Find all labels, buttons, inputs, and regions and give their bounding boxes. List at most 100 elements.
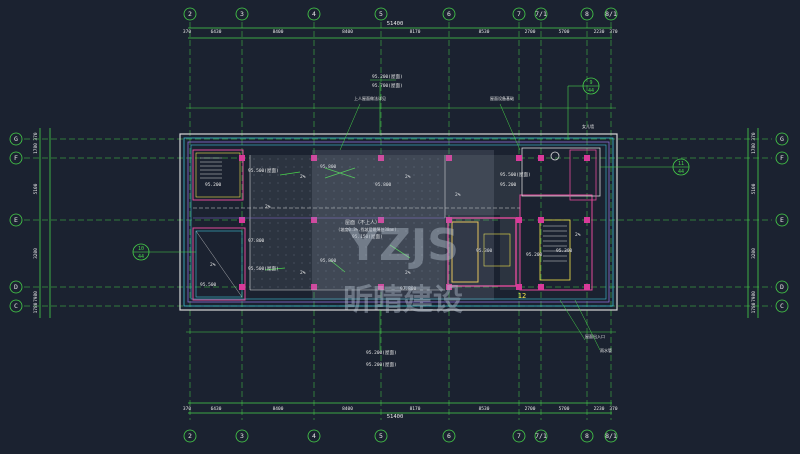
side-dimension: 3200 [33, 248, 39, 259]
axis-bubble [512, 429, 526, 443]
hatch-dot [341, 182, 343, 184]
axis-label: 5 [379, 432, 383, 440]
elev-callout-1: 95.200(屋面) [372, 74, 403, 80]
elevation-label: 95.150(屋面) [352, 234, 383, 240]
axis-bubble [9, 280, 23, 294]
watermark-latin: YZJS [346, 220, 459, 271]
hatch-dot [317, 246, 319, 248]
hatch-dot [269, 214, 271, 216]
span-dimension: 2230 [594, 406, 605, 412]
hatch-dot [285, 286, 287, 288]
hatch-dot [253, 190, 255, 192]
hatch-dot [261, 238, 263, 240]
hatch-dot [405, 246, 407, 248]
hatch-dot [269, 238, 271, 240]
hatch-dot [389, 270, 391, 272]
hatch-dot [293, 166, 295, 168]
hatch-dot [437, 158, 439, 160]
span-dimension-labels: 3703706430643084008400840084008170817085… [183, 29, 618, 412]
hatch-dot [405, 198, 407, 200]
hatch-dot [357, 246, 359, 248]
hatch-dot [277, 230, 279, 232]
hatch-dot [301, 230, 303, 232]
span-dimension: 8170 [410, 406, 421, 412]
elevation-labels: 95.500(屋面) 95.200 95.800 95.800 97.800 9… [200, 164, 573, 368]
hatch-dot [413, 278, 415, 280]
hatch-dot [277, 238, 279, 240]
detail-top-sheet: 44 [588, 88, 594, 94]
side-dimension-chains [39, 128, 759, 318]
hatch-dot [261, 158, 263, 160]
axis-bubble [775, 213, 789, 227]
hatch-dot [405, 166, 407, 168]
hatch-dot [333, 206, 335, 208]
hatch-dot [269, 286, 271, 288]
axis-bubble [775, 151, 789, 165]
hatch-dot [293, 254, 295, 256]
hatch-dot [397, 198, 399, 200]
hatch-dot [397, 206, 399, 208]
axis-bubble [9, 299, 23, 313]
axis-label: D [780, 283, 784, 291]
hatch-dot [397, 230, 399, 232]
hatch-dot [301, 286, 303, 288]
hatch-dot [397, 278, 399, 280]
hatch-dot [253, 158, 255, 160]
axis-label: 2 [188, 10, 192, 18]
hatch-dot [389, 158, 391, 160]
axis-bubble [9, 132, 23, 146]
hatch-dot [253, 222, 255, 224]
hatch-dot [357, 230, 359, 232]
span-dimension: 370 [183, 406, 191, 412]
hatch-dot [413, 222, 415, 224]
hatch-dot [301, 174, 303, 176]
hatch-dot [381, 166, 383, 168]
hatch-dot [365, 190, 367, 192]
hatch-dot [365, 230, 367, 232]
hatch-dot [309, 286, 311, 288]
watermark-cjk: 昕晴建设 [343, 283, 463, 318]
hatch-dot [357, 166, 359, 168]
hatch-dot [437, 182, 439, 184]
axis-bubble [183, 429, 197, 443]
note-text: 屋面出入口 [585, 333, 605, 339]
axis-bubble [9, 213, 23, 227]
hatch-dot [389, 182, 391, 184]
side-dimension-labels: 3701780510032007980178037037017805100320… [33, 0, 759, 313]
hatch-dot [253, 174, 255, 176]
hatch-dot [381, 262, 383, 264]
hatch-dot [269, 166, 271, 168]
column [538, 217, 544, 223]
hatch-dot [373, 278, 375, 280]
hatch-dot [349, 206, 351, 208]
hatch-dot [277, 174, 279, 176]
hatch-dot [373, 214, 375, 216]
elevation-label: 95.200 [205, 182, 222, 188]
hatch-dot [341, 230, 343, 232]
hatch-dot [357, 174, 359, 176]
hatch-dot [421, 270, 423, 272]
hatch-dot [301, 262, 303, 264]
span-dimension: 8400 [273, 29, 284, 35]
hatch-dot [277, 262, 279, 264]
hatch-dot [349, 158, 351, 160]
hatch-dot [325, 286, 327, 288]
hatch-dot [285, 190, 287, 192]
overall-dimension-bottom: 51400 [387, 414, 404, 420]
axis-label: 8/1 [605, 10, 617, 18]
hatch-dot [421, 206, 423, 208]
elevation-label: 95.500 [200, 282, 217, 288]
hatch-dot [349, 230, 351, 232]
hatch-dot [421, 182, 423, 184]
hatch-dot [341, 206, 343, 208]
span-dimension: 5700 [559, 29, 570, 35]
hatch-dot [405, 206, 407, 208]
detail-left-sheet: 44 [138, 254, 144, 260]
hatch-dot [421, 214, 423, 216]
slope-label: 2% [300, 270, 306, 276]
hatch-dot [317, 174, 319, 176]
span-dimension: 370 [609, 29, 617, 35]
span-dimension: 8400 [273, 406, 284, 412]
